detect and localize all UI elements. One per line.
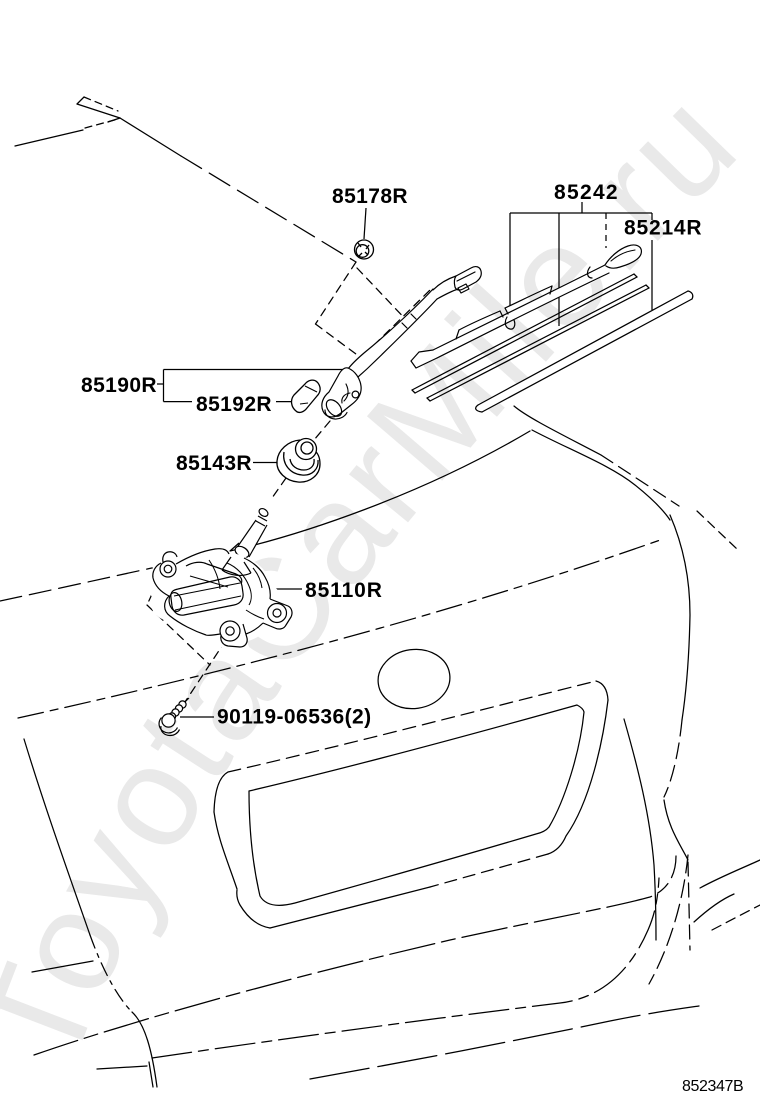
svg-text:85214R: 85214R: [624, 217, 702, 240]
svg-text:85143R: 85143R: [176, 452, 252, 475]
svg-text:85178R: 85178R: [332, 185, 408, 208]
svg-text:85190R: 85190R: [81, 374, 157, 397]
svg-text:852347B: 852347B: [682, 1078, 743, 1095]
svg-text:85242: 85242: [554, 181, 619, 204]
svg-text:85192R: 85192R: [196, 393, 272, 416]
svg-text:90119-06536(2): 90119-06536(2): [217, 706, 372, 729]
svg-text:85110R: 85110R: [305, 579, 383, 602]
